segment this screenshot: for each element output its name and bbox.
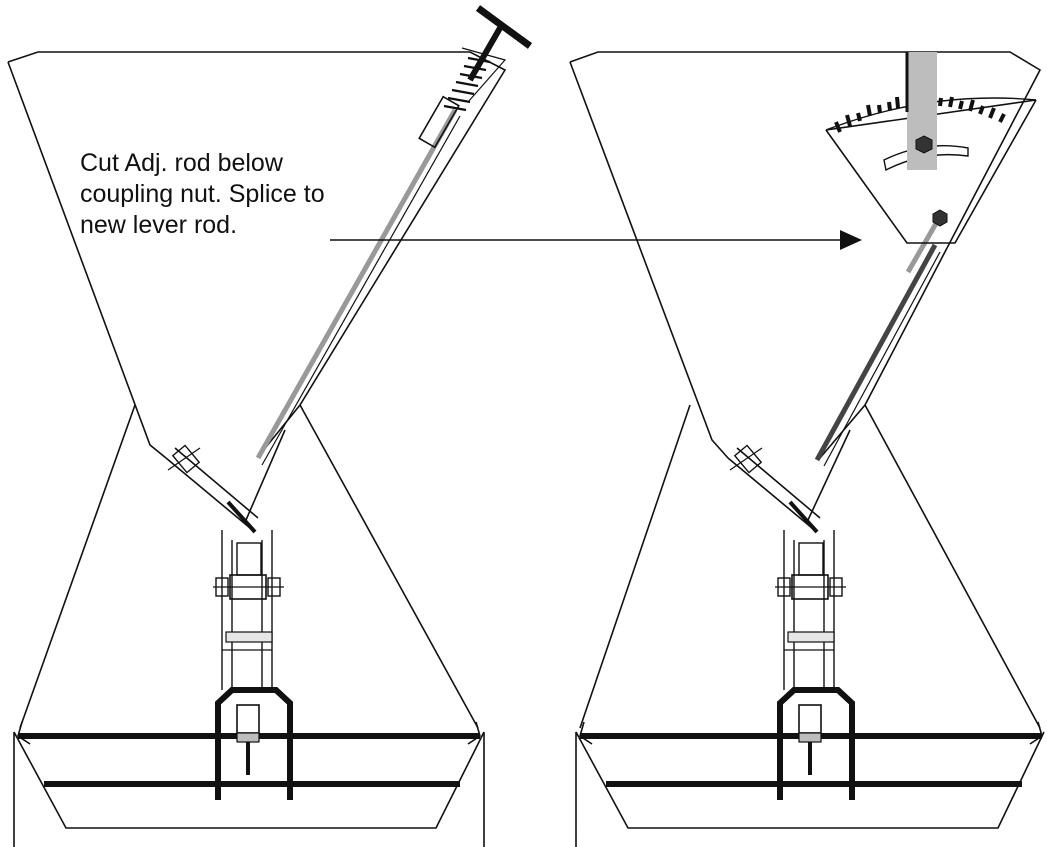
left-base-cone xyxy=(19,404,479,729)
annotation-text: Cut Adj. rod below coupling nut. Splice … xyxy=(80,148,410,241)
left-yoke xyxy=(215,687,293,800)
left-column xyxy=(221,530,273,690)
left-rod-coupling xyxy=(418,95,460,149)
left-hopper-before xyxy=(7,5,533,847)
left-hopper-funnel xyxy=(7,51,507,459)
annotation-line-3: new lever rod. xyxy=(80,211,238,239)
hex-bolt-icon xyxy=(932,209,948,227)
right-yoke xyxy=(777,687,855,800)
right-hopper-funnel xyxy=(569,51,1042,459)
annotation-line-1: Cut Adj. rod below xyxy=(80,149,283,177)
annotation-line-2: coupling nut. Splice to xyxy=(80,180,325,208)
right-column xyxy=(783,530,835,690)
left-base-frame xyxy=(13,731,485,847)
right-lever-extension xyxy=(905,218,941,274)
gauge-scale-ticks xyxy=(834,96,1006,133)
right-base-cone xyxy=(579,404,1041,729)
arrow-right-icon xyxy=(840,230,862,250)
right-base-frame xyxy=(575,731,1045,847)
annotation-arrow xyxy=(330,230,862,250)
right-new-lever-rod xyxy=(814,243,938,462)
right-hopper-after xyxy=(569,51,1045,847)
hex-bolt-icon xyxy=(915,135,933,154)
left-adjustment-rod xyxy=(255,108,458,460)
t-handle-icon xyxy=(467,5,533,82)
